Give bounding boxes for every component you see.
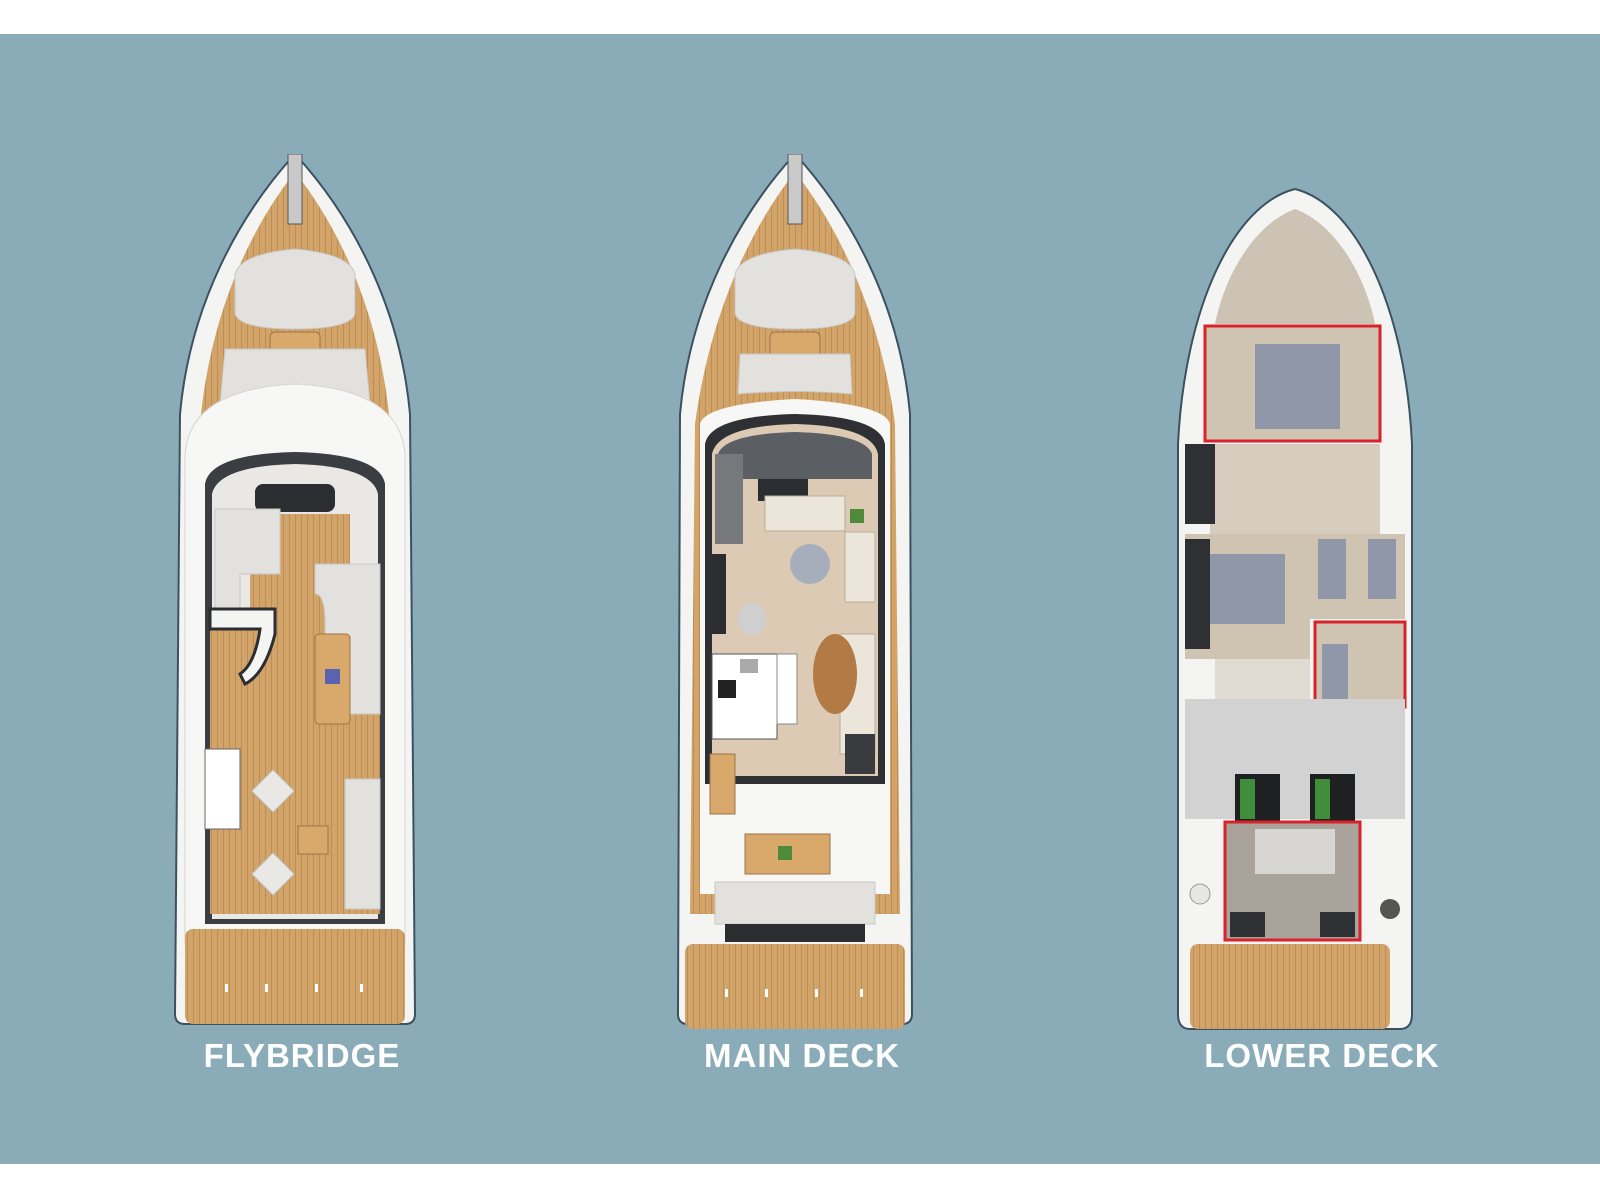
- crew-toilet: [1189, 883, 1211, 905]
- wet-bar: [208, 607, 277, 687]
- bow-seat: [737, 353, 853, 395]
- salon-plant: [850, 509, 864, 523]
- helm-console: [255, 484, 335, 512]
- cockpit-stairs: [709, 753, 736, 815]
- vip-highlight: [1203, 324, 1382, 443]
- lower-corridor: [1210, 444, 1380, 534]
- galley-hob: [718, 680, 736, 698]
- master-wardrobe: [1185, 539, 1210, 649]
- side-sofa: [844, 531, 876, 603]
- twin-berth-2: [1368, 539, 1396, 599]
- cockpit-storage: [725, 924, 865, 942]
- staircase-down: [715, 454, 743, 544]
- vip-berth: [1255, 344, 1340, 429]
- master-berth: [1210, 554, 1285, 624]
- stern-equipment: [1380, 899, 1400, 919]
- forepeak: [1215, 209, 1375, 324]
- bow-sunpad: [234, 248, 356, 330]
- galley-island: [776, 653, 798, 725]
- salon-sofa: [764, 495, 846, 532]
- main-deck-label: MAIN DECK: [704, 1037, 900, 1074]
- crew-berth: [1255, 829, 1335, 874]
- cockpit-plant: [778, 846, 792, 860]
- tv-unit: [712, 554, 726, 634]
- wardrobe-left: [1185, 444, 1215, 524]
- day-head: [1215, 659, 1310, 699]
- aft-cabinet: [845, 734, 875, 774]
- cockpit-sofa: [714, 881, 876, 925]
- salon-rug: [790, 544, 830, 584]
- swim-platform: [185, 929, 405, 1024]
- guest-berth: [1322, 644, 1348, 699]
- lower-deck-plan: [1177, 187, 1413, 1030]
- table-icon: [325, 669, 340, 684]
- engine-room: [1185, 699, 1405, 819]
- lower-deck-label: LOWER DECK: [1204, 1037, 1440, 1074]
- flybridge-plan: [173, 154, 417, 1025]
- aft-lounge: [344, 778, 381, 910]
- flybridge-label: FLYBRIDGE: [203, 1037, 401, 1074]
- anchor-windlass: [287, 154, 303, 225]
- aft-sunbed: [204, 748, 241, 830]
- main-deck-plan: [676, 154, 914, 1029]
- lounge-chair-2: [251, 852, 295, 896]
- crew-highlight: [1223, 820, 1362, 942]
- side-table: [297, 825, 329, 855]
- anchor-windlass: [787, 154, 803, 225]
- swim-platform: [685, 944, 905, 1029]
- bow-sunpad: [734, 248, 856, 330]
- lounge-chair-1: [251, 769, 295, 813]
- platform-lights: [725, 989, 863, 997]
- twin-berth-1: [1318, 539, 1346, 599]
- dining-table: [813, 634, 857, 714]
- sea-background: FLYBRIDGE MAIN DECK LOWER DECK: [0, 34, 1600, 1164]
- swim-platform: [1190, 944, 1390, 1029]
- crew-seat-1: [1230, 912, 1265, 937]
- helm-station: [718, 432, 872, 479]
- armchair: [738, 603, 766, 635]
- galley-sink: [740, 659, 758, 673]
- platform-lights: [225, 984, 363, 992]
- crew-seat-2: [1320, 912, 1355, 937]
